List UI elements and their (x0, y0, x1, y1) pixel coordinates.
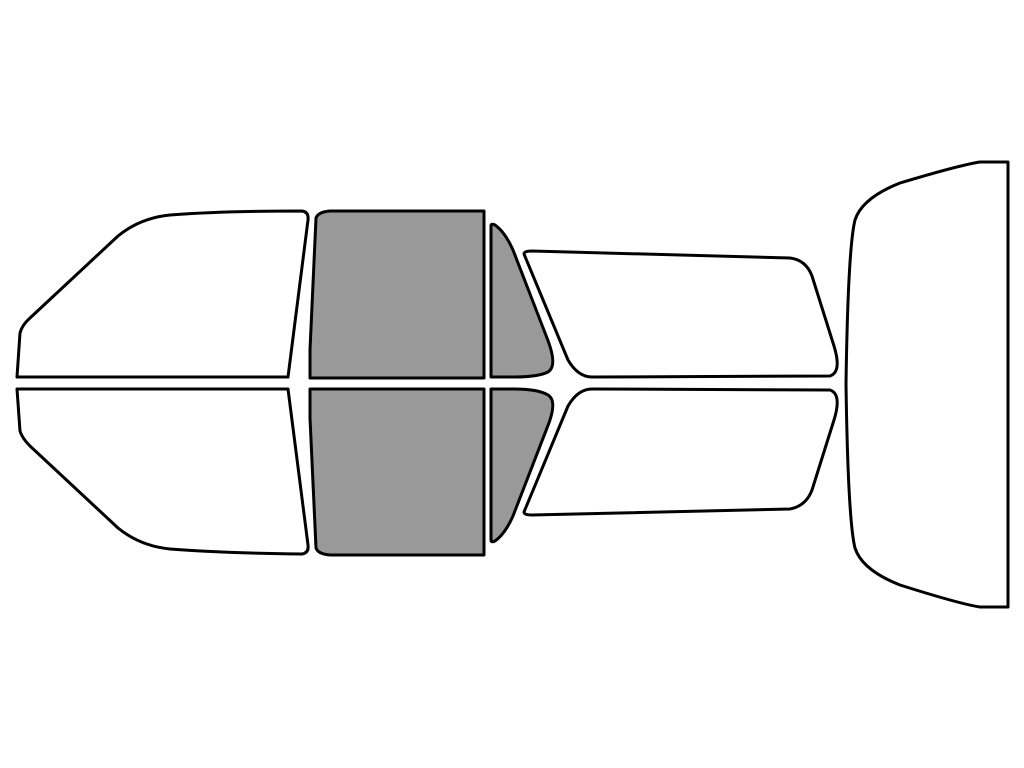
front-door-window-upper[interactable] (522, 249, 839, 379)
rear-door-window-lower[interactable] (308, 387, 486, 557)
front-door-window-lower[interactable] (522, 387, 839, 517)
rear-vent-window-lower[interactable] (489, 387, 555, 544)
rear-windshield[interactable] (844, 160, 1010, 609)
rear-vent-window-upper[interactable] (489, 222, 555, 379)
rear-door-window-upper[interactable] (308, 209, 486, 380)
rear-quarter-window-lower[interactable] (15, 387, 310, 556)
rear-quarter-window-upper[interactable] (15, 209, 310, 379)
